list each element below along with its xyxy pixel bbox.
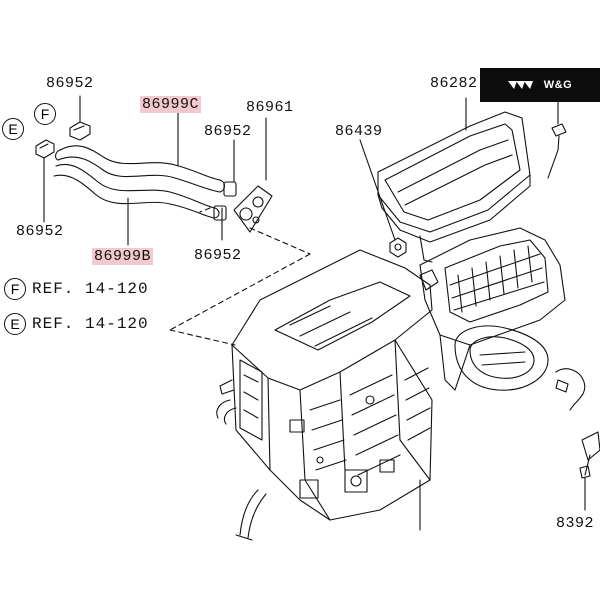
part-label-86952-top: 86952 bbox=[46, 75, 94, 92]
pipe-grommet-86961 bbox=[233, 185, 273, 233]
part-label-8392: 8392 bbox=[556, 515, 595, 532]
screw bbox=[547, 101, 567, 179]
part-label-86952-left: 86952 bbox=[16, 223, 64, 240]
hose-clamp-upper bbox=[223, 181, 237, 197]
reference-letter-f: F bbox=[4, 278, 26, 300]
reference-text-e: REF. 14-120 bbox=[32, 315, 149, 333]
reference-row-e: E REF. 14-120 bbox=[4, 313, 149, 335]
part-label-86439: 86439 bbox=[335, 123, 383, 140]
part-label-86952-bottom: 86952 bbox=[194, 247, 242, 264]
reference-row-f: F REF. 14-120 bbox=[4, 278, 149, 300]
part-label-86999b: 86999B bbox=[92, 248, 154, 265]
brand-label: W&G bbox=[543, 79, 573, 91]
reference-text-f: REF. 14-120 bbox=[32, 280, 149, 298]
part-label-86999c: 86999C bbox=[140, 96, 202, 113]
sensor-harness bbox=[555, 368, 600, 511]
brand-badge: W&G bbox=[480, 68, 600, 102]
reference-lines bbox=[169, 207, 311, 346]
part-label-86282: 86282 bbox=[430, 75, 478, 92]
reference-letter-e: E bbox=[4, 313, 26, 335]
nut-86439 bbox=[359, 139, 407, 258]
blower-housing bbox=[419, 227, 566, 391]
callout-f: F bbox=[34, 103, 56, 125]
heater-unit-housing bbox=[216, 249, 433, 541]
part-label-86952-mid: 86952 bbox=[204, 123, 252, 140]
wings-logo-icon bbox=[507, 81, 533, 89]
hose-clamp-lower bbox=[213, 205, 227, 221]
hose-clip-upper bbox=[69, 95, 91, 141]
callout-e: E bbox=[2, 118, 24, 140]
hose-clip-lower bbox=[35, 139, 55, 223]
filter-cover-86282 bbox=[377, 97, 531, 263]
heater-hose-86999b bbox=[53, 164, 220, 246]
part-label-86961: 86961 bbox=[246, 99, 294, 116]
